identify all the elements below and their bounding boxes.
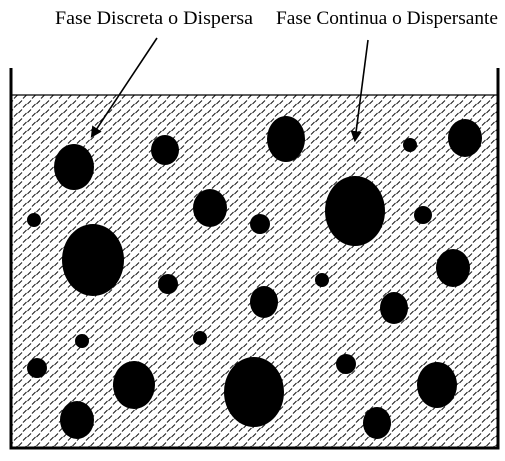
particle	[193, 189, 227, 227]
particle	[60, 401, 94, 439]
particle	[224, 357, 284, 427]
particle	[417, 362, 457, 408]
particle	[27, 358, 47, 378]
container	[9, 68, 500, 450]
particle	[250, 286, 278, 318]
particle	[363, 407, 391, 439]
continuous-phase-arrow	[350, 39, 369, 143]
particle	[436, 249, 470, 287]
particle	[113, 361, 155, 409]
particle	[62, 224, 124, 296]
particle	[267, 116, 305, 162]
particle	[336, 354, 356, 374]
particle	[380, 292, 408, 324]
discrete-phase-label: Fase Discreta o Dispersa	[55, 8, 254, 29]
particle	[193, 331, 207, 345]
discrete-phase-arrow	[90, 37, 158, 138]
particle	[325, 176, 385, 246]
continuous-phase-label: Fase Continua o Dispersante	[276, 8, 498, 29]
dispersed-particles	[27, 116, 482, 439]
particle	[75, 334, 89, 348]
particle	[250, 214, 270, 234]
particle	[27, 213, 41, 227]
particle	[414, 206, 432, 224]
particle	[151, 135, 179, 165]
particle	[403, 138, 417, 152]
particle	[315, 273, 329, 287]
particle	[448, 119, 482, 157]
particle	[158, 274, 178, 294]
particle	[54, 144, 94, 190]
